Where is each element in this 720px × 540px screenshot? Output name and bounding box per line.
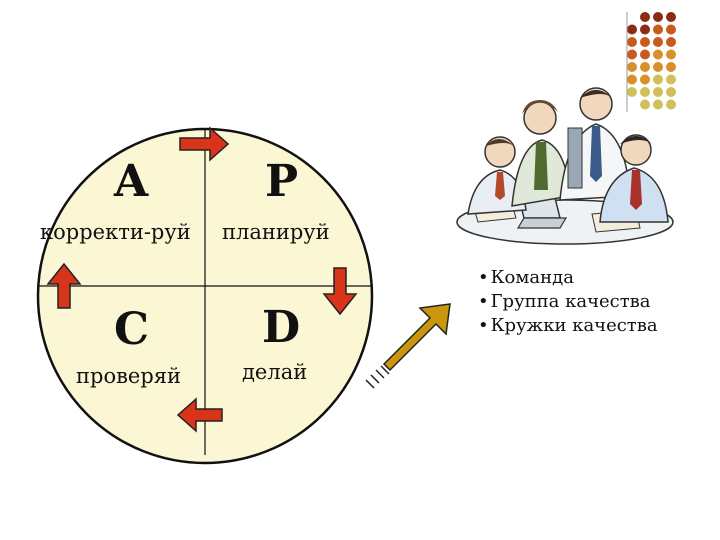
decorative-dot [666, 74, 676, 85]
decorative-dot [640, 49, 650, 60]
quadrant-word-a: корректи-руй [40, 220, 191, 244]
list-item-text: Команда [490, 267, 574, 288]
list-item-text: Кружки качества [490, 315, 658, 336]
decorative-dot [640, 62, 650, 72]
decorative-dot [666, 99, 676, 110]
decorative-dot [627, 74, 637, 85]
decorative-dot [653, 37, 663, 47]
decorative-dot [627, 87, 637, 97]
decorative-dot [653, 24, 663, 35]
decorative-dot [640, 99, 650, 110]
decorative-dot [640, 87, 650, 97]
decorative-dot [627, 49, 637, 60]
decorative-dot [627, 37, 637, 47]
decorative-dot [666, 49, 676, 60]
quadrant-letter-c: C [114, 304, 150, 355]
decorative-dot [666, 62, 676, 72]
decorative-dot [653, 99, 663, 110]
decorative-dot [640, 24, 650, 35]
diagonal-arrow-icon [365, 303, 451, 389]
arrow-right-icon [179, 126, 230, 162]
team-meeting-illustration [456, 87, 674, 245]
quadrant-letter-d: D [262, 302, 301, 353]
decorative-dot [666, 87, 676, 97]
decorative-dot [627, 62, 637, 72]
decorative-dot [640, 74, 650, 85]
quadrant-word-p: планируй [222, 220, 330, 244]
list-item: Кружки качества [478, 314, 658, 338]
bullet-list: Команда Группа качества Кружки качества [478, 266, 658, 338]
arrow-down-icon [322, 267, 358, 316]
decorative-dot-grid [627, 12, 676, 110]
decorative-dot [653, 87, 663, 97]
decorative-dot [640, 37, 650, 47]
quadrant-word-c: проверяй [76, 364, 182, 388]
list-item-text: Группа качества [490, 291, 651, 312]
arrow-up-icon [46, 262, 82, 309]
decorative-dot [627, 24, 637, 35]
decorative-dot [653, 62, 663, 72]
decorative-dot [653, 12, 663, 22]
list-item: Команда [478, 266, 658, 290]
quadrant-word-d: делай [242, 360, 308, 384]
decorative-dot [653, 74, 663, 85]
decorative-dot [640, 12, 650, 22]
decorative-dot [653, 49, 663, 60]
quadrant-letter-a: A [114, 156, 149, 207]
quadrant-letter-p: P [265, 156, 299, 207]
list-item: Группа качества [478, 290, 658, 314]
decorative-dot [666, 12, 676, 22]
decorative-dot [666, 37, 676, 47]
arrow-left-icon [176, 397, 223, 433]
decorative-dot [666, 24, 676, 35]
